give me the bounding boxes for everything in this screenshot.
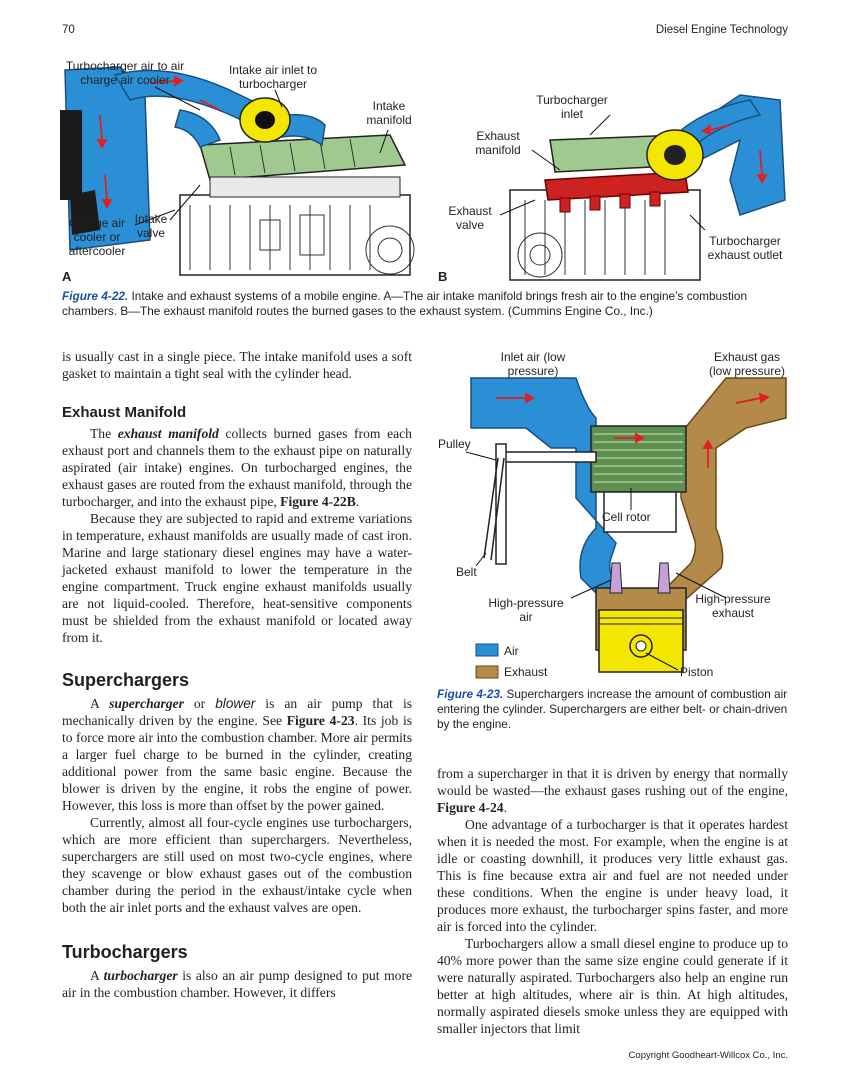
term-exhaust-manifold: exhaust manifold [117,426,219,441]
legend-exhaust-swatch [475,665,499,679]
caption-text: Intake and exhaust systems of a mobile e… [62,289,748,318]
legend-exhaust-label: Exhaust [504,665,548,679]
turbo-paragraph-1: A turbocharger is also an air pump desig… [62,968,412,1000]
label-hp-exhaust: High-pressure exhaust [695,592,771,620]
superchargers-heading: Superchargers [62,670,190,690]
super-paragraph-2: Currently, almost all four-cycle engines… [62,815,412,915]
label-intake-valve: Intake valve [134,212,168,240]
right-paragraph-1: from a supercharger in that it is driven… [437,766,788,815]
label-intake-inlet: Intake air inlet to turbocharger [228,63,318,91]
figure-4-23: Inlet air (low pressure) Exhaust gas (lo… [436,348,792,683]
right-paragraph-2: One advantage of a turbocharger is that … [437,817,788,934]
term-blower: blower [215,696,256,711]
caption-label: Figure 4-23. [437,687,504,701]
exhaust-manifold-heading: Exhaust Manifold [62,404,187,421]
running-title: Diesel Engine Technology [655,24,788,36]
caption-label: Figure 4-22. [62,289,129,303]
left-column: is usually cast in a single piece. The i… [62,348,412,1001]
label-cell-rotor: Cell rotor [602,510,651,524]
caption-text: Superchargers increase the amount of com… [437,687,788,731]
term-supercharger: supercharger [109,696,184,711]
intro-paragraph: is usually cast in a single piece. The i… [62,349,412,381]
engine-a-illustration [60,66,415,276]
figure-4-23-caption: Figure 4-23. Superchargers increase the … [437,687,789,732]
label-belt: Belt [456,565,477,579]
right-column: from a supercharger in that it is driven… [437,765,788,1037]
ref-figure-4-23: Figure 4-23 [286,713,355,728]
legend-air-swatch [475,643,499,657]
legend-air-label: Air [504,644,519,658]
label-exhaust-manifold: Exhaust manifold [475,129,521,157]
copyright: Copyright Goodheart-Willcox Co., Inc. [628,1050,788,1061]
figure-4-22: Turbocharger air to air charge air coole… [60,55,790,285]
ref-figure-4-24: Figure 4-24 [437,800,504,815]
label-charge-air-cooler: Charge air cooler or aftercooler [68,216,126,258]
label-piston: Piston [680,665,714,679]
engine-b-illustration [509,94,786,281]
label-hp-air: High-pressure air [488,596,564,624]
label-pulley: Pulley [438,437,471,451]
label-turbo-outlet: Turbocharger exhaust outlet [707,234,783,262]
term-turbocharger: turbocharger [103,968,178,983]
label-intake-manifold: Intake manifold [366,99,412,127]
figure-4-22-caption: Figure 4-22. Intake and exhaust systems … [62,289,790,319]
page-number: 70 [62,24,75,36]
label-turbo-to-cooler: Turbocharger air to air charge air coole… [65,59,185,87]
panel-b-label: B [438,269,448,284]
label-exhaust-gas: Exhaust gas (low pressure) [708,350,786,378]
label-turbo-inlet: Turbocharger inlet [536,93,608,121]
super-paragraph-1: A supercharger or blower is an air pump … [62,696,413,813]
exhaust-paragraph-2: Because they are subjected to rapid and … [62,511,412,645]
panel-a-label: A [62,269,72,284]
label-inlet-air: Inlet air (low pressure) [500,350,566,378]
right-paragraph-3: Turbochargers allow a small diesel engin… [437,936,788,1036]
label-exhaust-valve: Exhaust valve [448,204,492,232]
supercharger-diagram [465,377,787,679]
turbochargers-heading: Turbochargers [62,942,188,962]
exhaust-paragraph-1: The exhaust manifold collects burned gas… [62,426,412,509]
ref-figure-4-22b: Figure 4-22B [280,494,356,509]
